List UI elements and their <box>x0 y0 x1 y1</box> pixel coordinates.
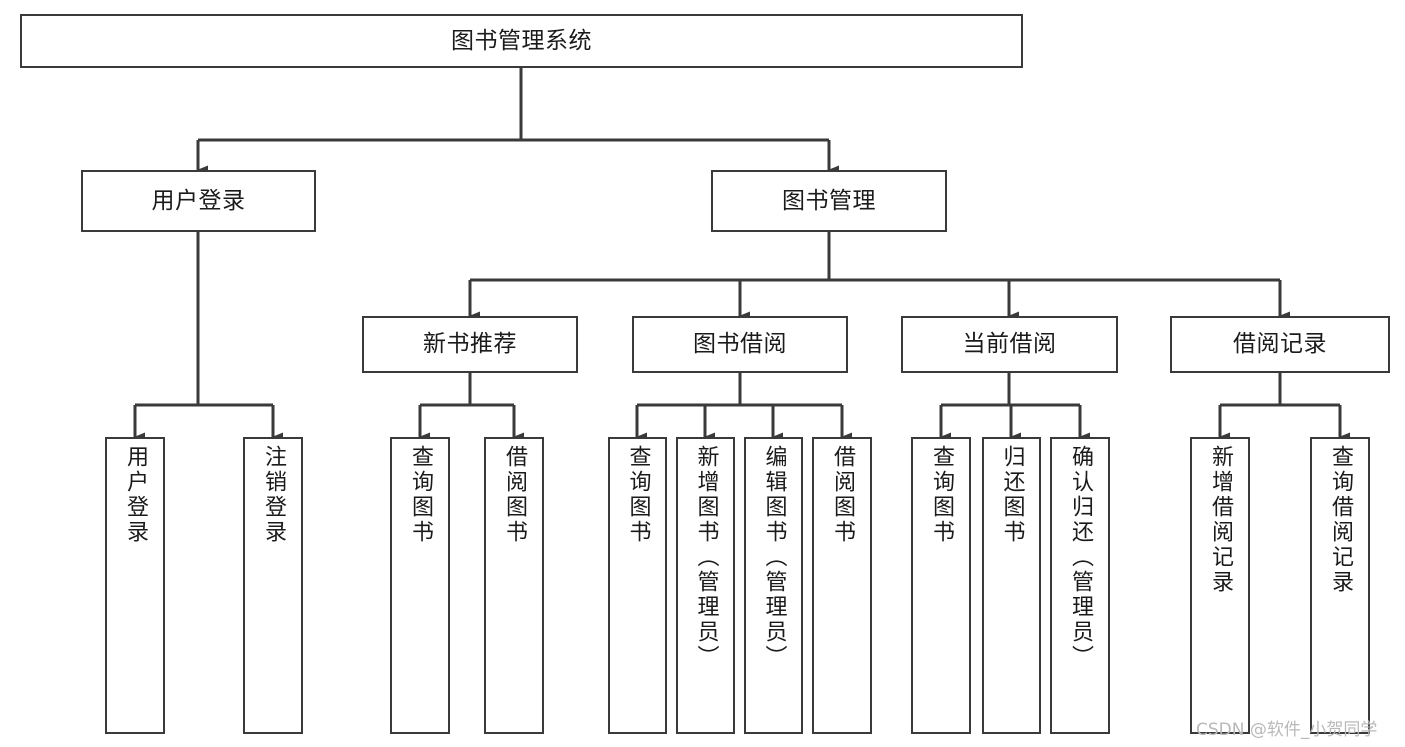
node-leaf-7-label: 编辑图书（管理员） <box>761 445 787 670</box>
node-leaf-10-label: 归还图书 <box>999 445 1025 545</box>
node-l3-4[interactable]: 借阅记录 <box>1170 316 1390 373</box>
node-l2-1[interactable]: 用户登录 <box>81 170 316 232</box>
node-leaf-8[interactable]: 借阅图书 <box>812 437 872 734</box>
node-leaf-6-label: 新增图书（管理员） <box>693 445 719 670</box>
node-leaf-13[interactable]: 查询借阅记录 <box>1310 437 1370 734</box>
node-leaf-3[interactable]: 查询图书 <box>390 437 450 734</box>
node-leaf-2[interactable]: 注销登录 <box>243 437 303 734</box>
node-leaf-5[interactable]: 查询图书 <box>608 437 667 734</box>
node-l2-2[interactable]: 图书管理 <box>711 170 947 232</box>
node-leaf-13-label: 查询借阅记录 <box>1328 445 1353 595</box>
node-root-system-label: 图书管理系统 <box>451 27 592 54</box>
node-leaf-9-label: 查询图书 <box>929 445 954 545</box>
node-leaf-4[interactable]: 借阅图书 <box>484 437 544 734</box>
node-l3-1-label: 新书推荐 <box>423 331 517 358</box>
node-leaf-8-label: 借阅图书 <box>830 445 855 545</box>
node-leaf-1-label: 用户登录 <box>123 445 148 545</box>
watermark-text: CSDN @软件_小贺同学 <box>1196 720 1378 740</box>
node-leaf-12[interactable]: 新增借阅记录 <box>1190 437 1250 734</box>
node-leaf-9[interactable]: 查询图书 <box>911 437 971 734</box>
node-l3-2-label: 图书借阅 <box>693 331 787 358</box>
node-leaf-4-label: 借阅图书 <box>502 445 527 545</box>
node-l2-1-label: 用户登录 <box>151 187 246 214</box>
node-leaf-6[interactable]: 新增图书（管理员） <box>676 437 735 734</box>
node-leaf-11[interactable]: 确认归还（管理员） <box>1050 437 1110 734</box>
node-leaf-12-label: 新增借阅记录 <box>1208 445 1233 595</box>
node-l3-3-label: 当前借阅 <box>962 331 1057 358</box>
node-root-system[interactable]: 图书管理系统 <box>20 14 1023 68</box>
node-leaf-10[interactable]: 归还图书 <box>982 437 1041 734</box>
node-leaf-11-label: 确认归还（管理员） <box>1068 445 1093 670</box>
node-leaf-7[interactable]: 编辑图书（管理员） <box>744 437 803 734</box>
node-leaf-1[interactable]: 用户登录 <box>105 437 165 734</box>
node-l3-1[interactable]: 新书推荐 <box>362 316 578 373</box>
node-leaf-2-label: 注销登录 <box>261 445 286 545</box>
node-l3-2[interactable]: 图书借阅 <box>632 316 848 373</box>
node-leaf-5-label: 查询图书 <box>625 445 651 545</box>
node-l2-2-label: 图书管理 <box>782 187 876 214</box>
node-l3-3[interactable]: 当前借阅 <box>901 316 1118 373</box>
node-leaf-3-label: 查询图书 <box>408 445 433 545</box>
node-l3-4-label: 借阅记录 <box>1233 331 1327 358</box>
